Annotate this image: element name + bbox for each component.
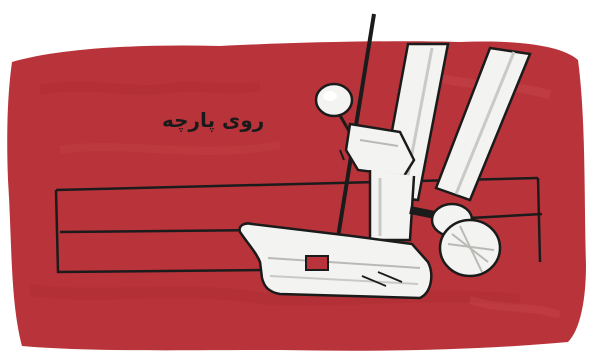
- fabric-top-label: روی پارچه: [162, 108, 264, 132]
